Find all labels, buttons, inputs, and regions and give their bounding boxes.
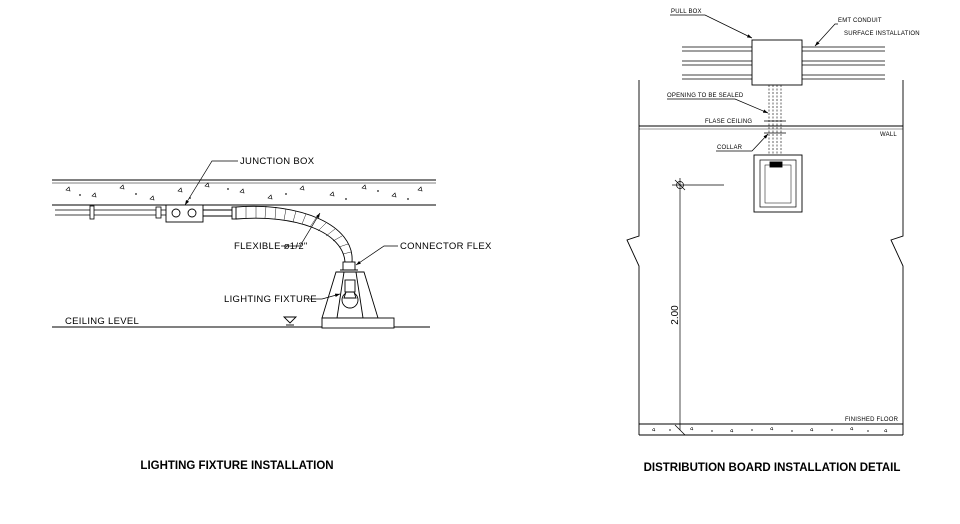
label-connector-flex: CONNECTOR FLEX [400, 241, 492, 252]
label-opening-to-be-sealed: OPENING TO BE SEALED [667, 93, 744, 99]
junction-box [165, 204, 204, 223]
distribution-board-detail [626, 14, 904, 436]
label-lighting-fixture: LIGHTING FIXTURE [224, 294, 317, 305]
finished-floor [639, 423, 903, 436]
vertical-conduits [768, 85, 782, 155]
label-junction-box: JUNCTION BOX [240, 156, 315, 167]
flexible-conduit [203, 205, 353, 263]
leaders-left [184, 160, 398, 300]
collar [764, 120, 786, 134]
label-ceiling-level: CEILING LEVEL [65, 316, 139, 327]
wall-outline [626, 80, 904, 435]
label-pull-box: PULL BOX [671, 9, 702, 15]
title-distribution-board: DISTRIBUTION BOARD INSTALLATION DETAIL [644, 462, 901, 474]
concrete-hatch [65, 182, 423, 201]
ceiling-line [52, 316, 430, 328]
dimension-value: 2.00 [670, 305, 681, 325]
label-emt-conduit: EMT CONDUIT [838, 18, 882, 24]
pull-box [751, 39, 803, 86]
label-false-ceiling: FLASE CEILING [705, 119, 752, 125]
distribution-board [753, 154, 803, 213]
title-lighting-fixture: LIGHTING FIXTURE INSTALLATION [140, 460, 333, 472]
conduit [55, 205, 166, 220]
height-dimension [672, 178, 724, 436]
label-wall: WALL [880, 132, 897, 138]
lighting-fixture-labels: JUNCTION BOX FLEXIBLE ø1/2" CONNECTOR FL… [65, 156, 492, 472]
emt-conduits [682, 46, 885, 80]
label-finished-floor: FINISHED FLOOR [845, 417, 899, 423]
lighting-fixture [321, 261, 395, 329]
leaders-right [667, 14, 838, 152]
label-collar: COLLAR [717, 145, 743, 151]
label-surface-installation: SURFACE INSTALLATION [844, 31, 920, 37]
lighting-fixture-detail [52, 160, 436, 329]
ceiling-slab [52, 179, 436, 206]
label-flexible: FLEXIBLE ø1/2" [234, 241, 308, 252]
distribution-board-labels: PULL BOX EMT CONDUIT SURFACE INSTALLATIO… [644, 9, 920, 474]
